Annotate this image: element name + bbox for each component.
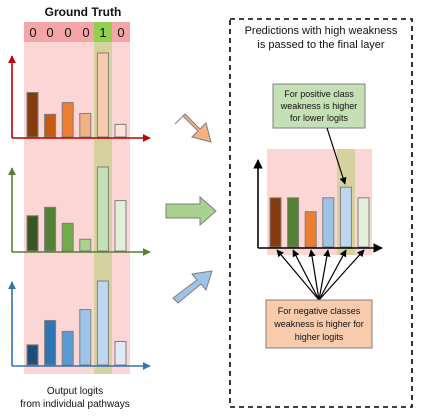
positive-pointer: [326, 127, 347, 185]
logit-bar: [96, 166, 109, 252]
negative-note-line: higher logits: [295, 332, 344, 342]
logit-bar: [61, 222, 74, 252]
gt-cell: [41, 22, 59, 42]
logit-bar: [44, 319, 57, 366]
gt-label: 0: [117, 25, 124, 40]
logit-bar: [79, 238, 92, 252]
arrow-blue: [172, 270, 213, 304]
negative-pointer: [318, 249, 331, 301]
negative-pointers: [276, 249, 365, 301]
left-panel: Ground Truth 0 0 0 0 1 0: [8, 5, 151, 410]
pathway-chart-blue: [8, 280, 151, 370]
gt-cell: [112, 22, 130, 42]
right-title-line-2: is passed to the final layer: [257, 39, 385, 51]
logit-bar: [339, 186, 352, 248]
pathway-chart-green: [8, 166, 151, 256]
gt-label: 0: [64, 25, 71, 40]
gt-cell: [77, 22, 94, 42]
gt-label: 0: [82, 25, 89, 40]
negative-note-line: weakness is higher for: [273, 319, 364, 329]
final-layer-chart: [253, 159, 383, 253]
logit-bar: [304, 211, 317, 248]
positive-note-line: weakness is higher: [280, 101, 358, 111]
logit-bar: [96, 52, 109, 138]
logit-bar: [61, 102, 74, 138]
logit-bar: [357, 197, 370, 248]
transfer-arrows: [165, 113, 217, 304]
caption-line-1: Output logits: [47, 386, 103, 397]
right-title-line-1: Predictions with high weakness: [245, 25, 398, 37]
gt-cell-positive: [94, 22, 112, 42]
highlight-band: [24, 22, 130, 374]
logit-bar: [114, 200, 127, 252]
positive-note-line: For positive class: [284, 89, 354, 99]
gt-label: 1: [99, 25, 106, 40]
negative-note-box: [265, 299, 373, 349]
negative-pointer: [292, 249, 320, 301]
arrow-green: [165, 195, 217, 227]
final-layer-frame: [229, 18, 413, 408]
negative-pointer: [276, 249, 320, 301]
negative-pointer: [308, 249, 320, 301]
logit-bar: [26, 215, 39, 252]
negative-pointer: [318, 249, 365, 301]
positive-note-line: for lower logits: [290, 113, 349, 123]
logit-bar: [26, 91, 39, 138]
logit-bar: [96, 280, 109, 366]
pathway-chart-red: [8, 52, 151, 142]
caption-line-2: from individual pathways: [20, 399, 130, 410]
logit-bar: [287, 197, 300, 248]
logit-bar: [44, 113, 57, 138]
gt-label: 0: [46, 25, 53, 40]
negative-note-line: For negative classes: [278, 306, 361, 316]
logit-bar: [44, 206, 57, 252]
positive-note-box: [272, 83, 366, 129]
negative-pointer: [318, 249, 347, 301]
logit-bar: [269, 197, 282, 248]
logit-bar: [322, 197, 335, 248]
logit-bar: [61, 330, 74, 366]
gt-cell: [24, 22, 41, 42]
ground-truth-row: 0 0 0 0 1 0: [24, 22, 130, 42]
final-highlight-band: [267, 149, 372, 255]
arrow-orange: [174, 113, 212, 143]
logit-bar: [79, 112, 92, 138]
gt-label: 0: [29, 25, 36, 40]
ground-truth-title: Ground Truth: [45, 5, 122, 19]
logit-bar: [79, 309, 92, 366]
logit-bar: [114, 340, 127, 366]
gt-cell: [59, 22, 77, 42]
logit-bar: [114, 123, 127, 138]
logit-bar: [26, 344, 39, 366]
right-panel: Predictions with high weakness is passed…: [229, 18, 413, 408]
